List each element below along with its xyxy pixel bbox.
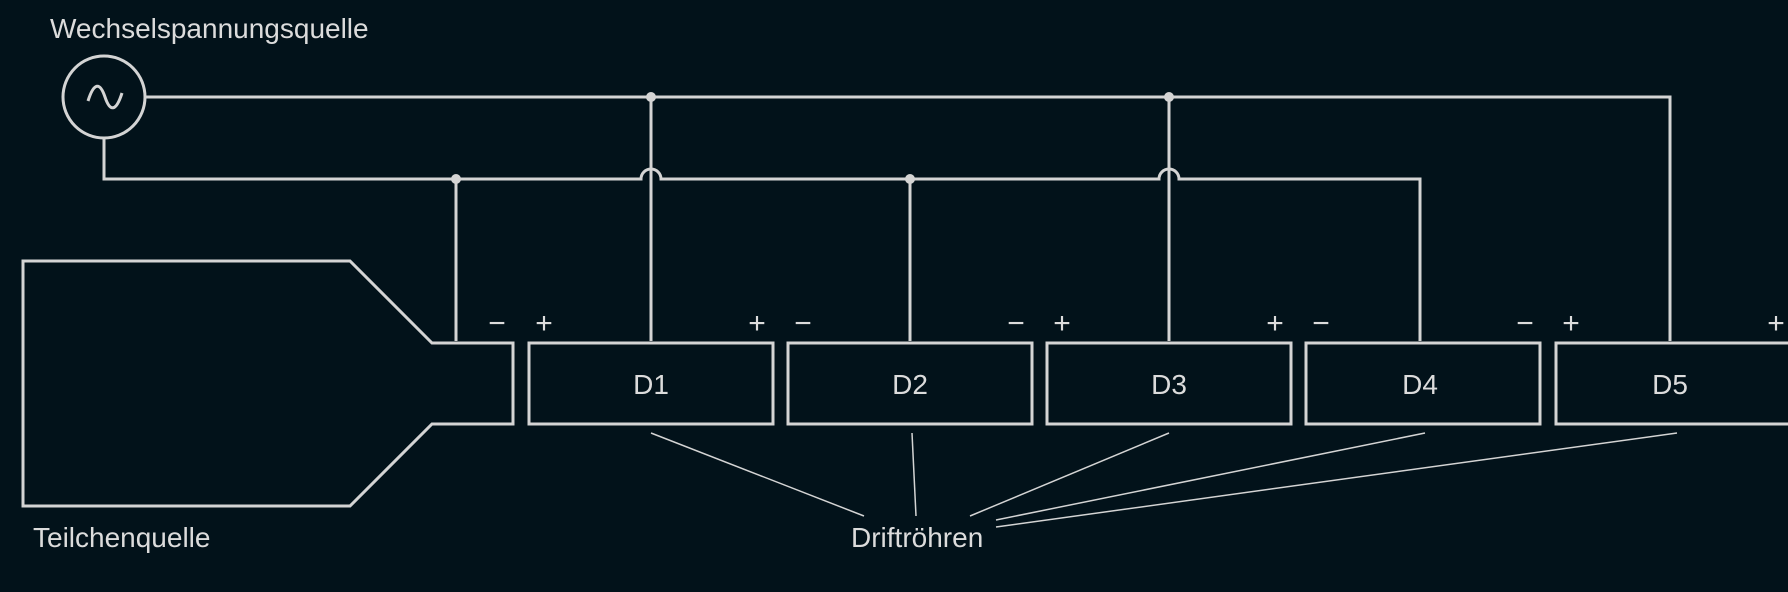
drift-tubes-label: Driftröhren — [851, 522, 983, 553]
particle-source-shape — [21, 259, 515, 508]
drift-tube-right-sign: + — [748, 307, 766, 340]
drift-tube-label: D5 — [1652, 369, 1688, 400]
junction-dot — [905, 174, 915, 184]
leader-line — [911, 432, 917, 517]
drift-tubes-leaders — [650, 432, 1678, 528]
leader-line — [995, 432, 1426, 521]
drift-tube-d4: D4 − − — [1304, 307, 1542, 426]
junction-dot — [451, 174, 461, 184]
drift-tube-box — [1045, 341, 1293, 426]
ac-wave-icon — [86, 84, 124, 110]
drift-tube-left-sign: + — [535, 307, 553, 340]
drift-tube-left-sign: + — [1562, 307, 1580, 340]
junction-dot — [1164, 92, 1174, 102]
drift-tube-box — [786, 341, 1034, 426]
leader-line — [650, 432, 865, 517]
leader-line — [969, 432, 1170, 517]
drift-tube-right-sign: − — [1007, 307, 1025, 340]
leader-line — [995, 432, 1678, 528]
source-label: Wechselspannungsquelle — [50, 13, 369, 44]
drift-tube-right-sign: − — [1516, 307, 1534, 340]
drift-tube-d2: D2 − − — [786, 307, 1034, 426]
drift-tube-left-sign: − — [1312, 307, 1330, 340]
drift-tube-left-sign: + — [1053, 307, 1071, 340]
drift-tube-left-sign: − — [794, 307, 812, 340]
drift-tube-box — [1304, 341, 1542, 426]
top-rail-wire — [145, 95, 1672, 341]
drift-tube-box — [527, 341, 775, 426]
drift-tube-right-sign: + — [1767, 307, 1785, 340]
drift-tube-d1: D1 + + — [527, 307, 775, 426]
drift-tube-label: D4 — [1402, 369, 1438, 400]
drift-tube-right-sign: + — [1266, 307, 1284, 340]
drift-tube-label: D2 — [892, 369, 928, 400]
ac-source — [61, 54, 147, 140]
drift-tube-d3: D3 + + — [1045, 307, 1293, 426]
particle-source-label: Teilchenquelle — [33, 522, 210, 553]
junction-dot — [646, 92, 656, 102]
drift-tube-label: D1 — [633, 369, 669, 400]
drift-tube-box — [1554, 341, 1788, 426]
particle-source-sign: − — [488, 307, 506, 340]
drift-tube-label: D3 — [1151, 369, 1187, 400]
drift-tube-d5: D5 + + — [1554, 307, 1788, 426]
